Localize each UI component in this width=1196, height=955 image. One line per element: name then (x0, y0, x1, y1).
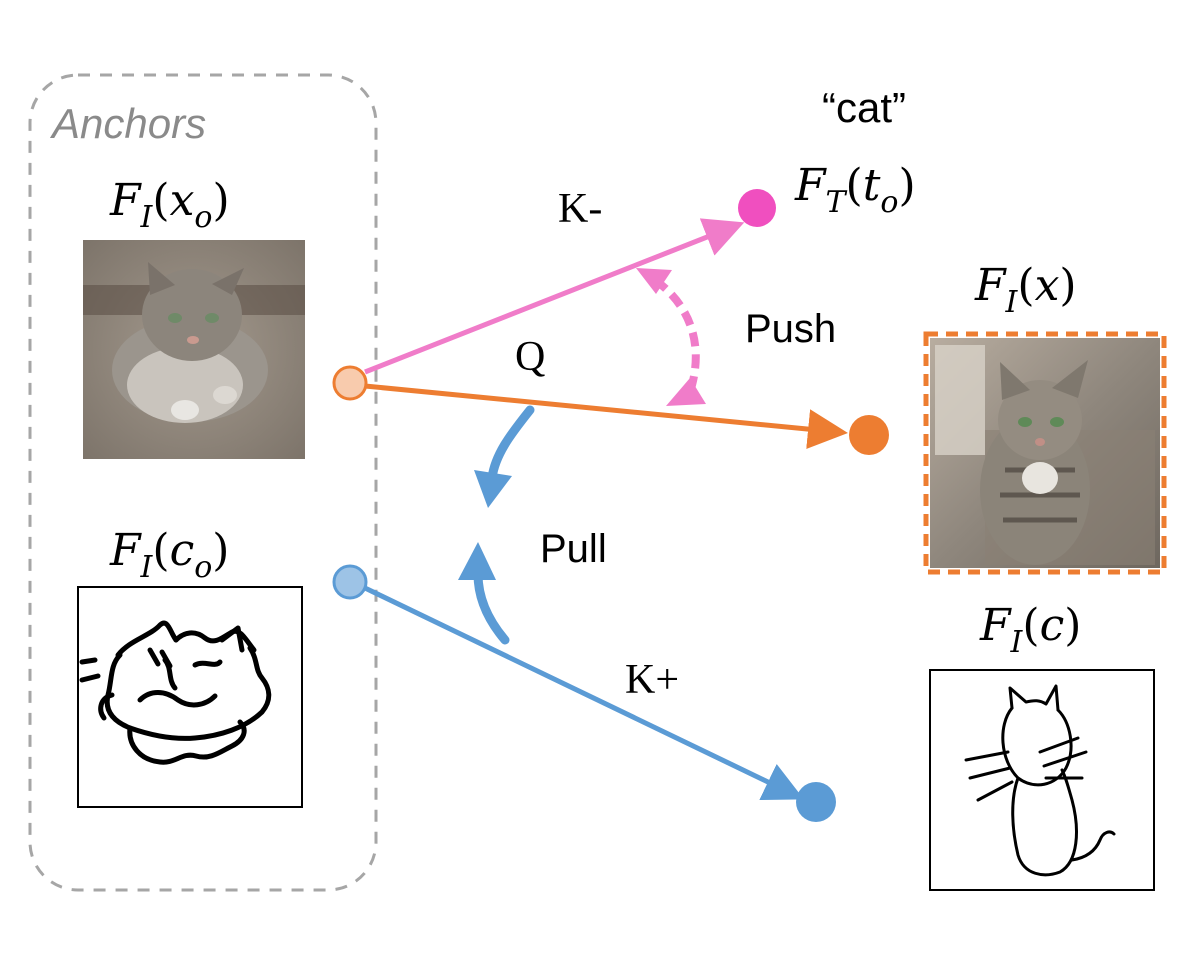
target-sketch-label: FI(c) (979, 600, 1081, 660)
target-image-label: FI(x) (974, 260, 1077, 320)
anchor-image-node (332, 365, 368, 401)
push-arrowhead-bottom (666, 378, 706, 406)
edge-label-k-minus: K- (558, 186, 602, 232)
text-word: “cat” (822, 84, 906, 131)
edge-k-plus (363, 585, 805, 801)
pull-arc-top (487, 405, 535, 483)
anchor-sketch-label: FI(co) (109, 525, 229, 585)
text-node-label: FT(to) (794, 160, 916, 220)
pull-arrowhead-bottom (458, 542, 496, 580)
anchor-cat-sketch (77, 586, 303, 808)
push-arc (652, 276, 700, 394)
anchor-image-label: FI(xo) (109, 175, 230, 235)
target-cat-photo (930, 338, 1160, 568)
push-label: Push (745, 307, 836, 351)
pull-label: Pull (540, 527, 607, 571)
target-cat-sketch (929, 669, 1155, 891)
pull-arc-bottom (473, 569, 510, 645)
push-arrowhead-top (636, 268, 672, 294)
target-image-node (849, 415, 889, 455)
edge-label-k-plus: K+ (625, 657, 679, 703)
anchors-title: Anchors (49, 100, 206, 147)
text-node (738, 189, 776, 227)
edge-k-minus (364, 218, 745, 375)
target-sketch-node (796, 782, 836, 822)
anchor-sketch-node (332, 564, 368, 600)
pull-arrowhead-top (474, 470, 512, 508)
edge-label-query: Q (515, 334, 545, 380)
anchors-group-frame (28, 73, 378, 892)
anchor-cat-photo (83, 240, 305, 459)
edge-query (364, 383, 848, 450)
